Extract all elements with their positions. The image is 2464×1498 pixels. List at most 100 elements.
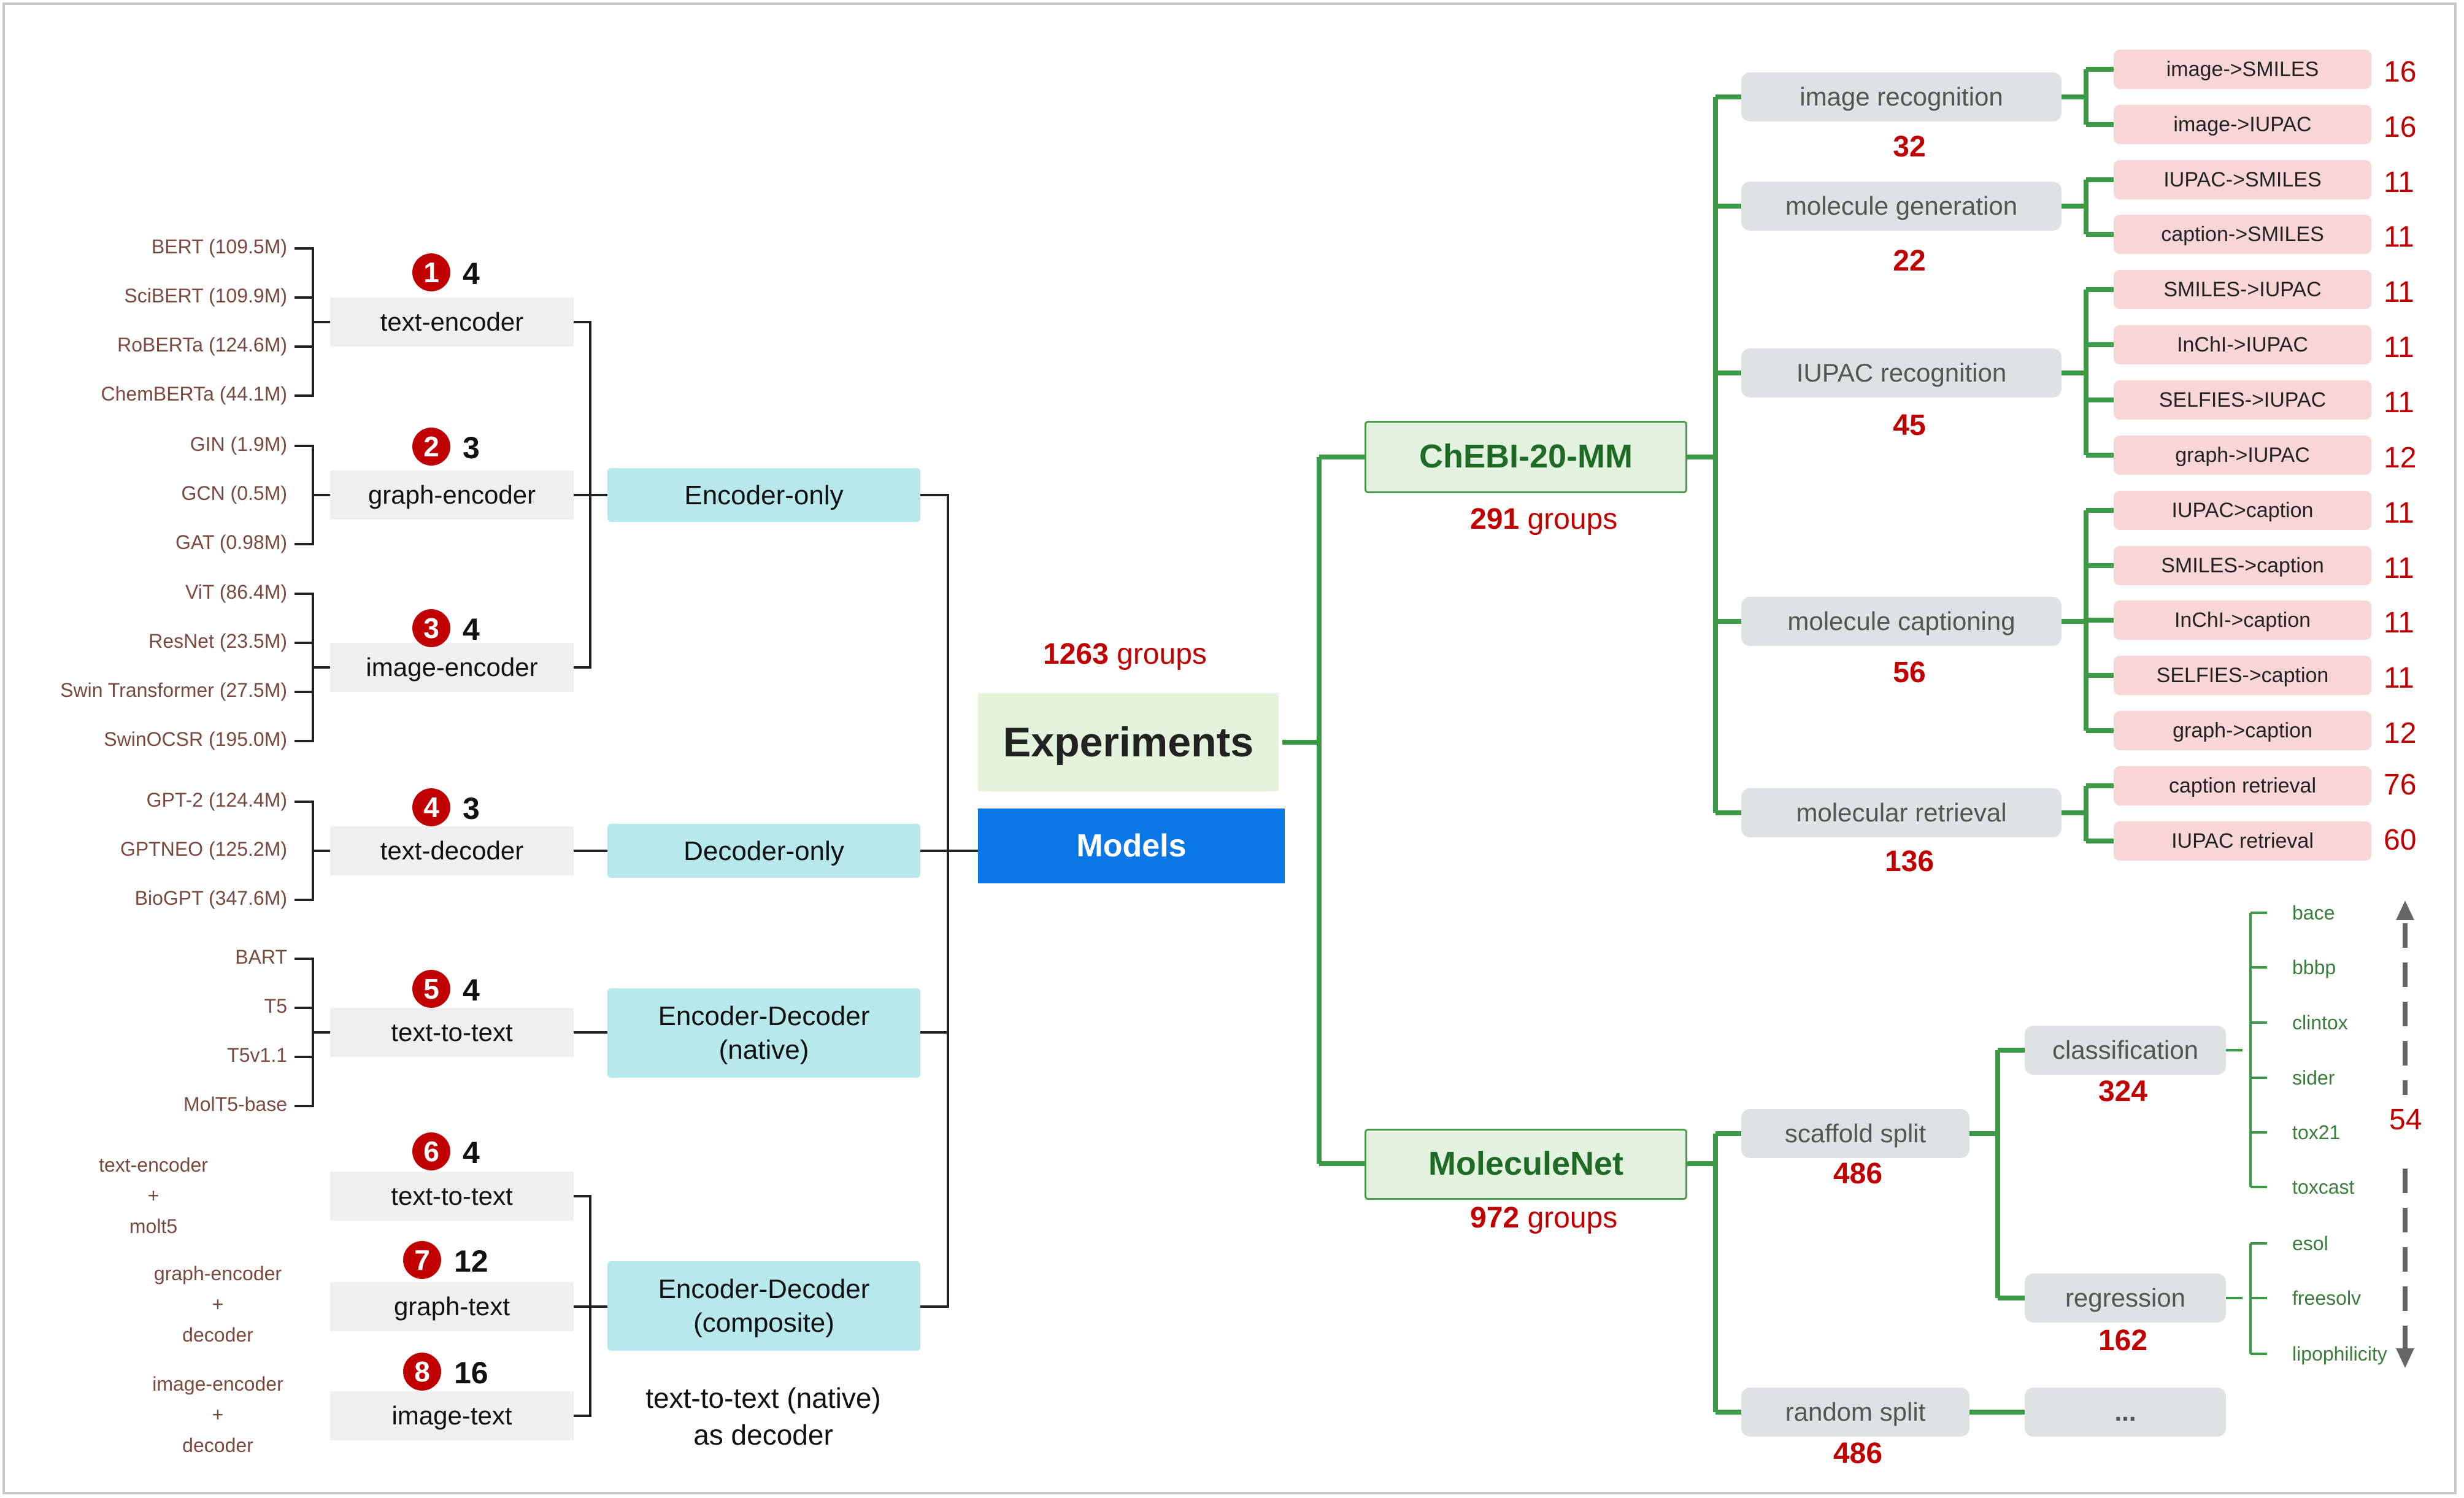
dataset-count-arrow — [2396, 901, 2414, 1368]
model-name: SciBERT (109.9M) — [124, 285, 287, 307]
split-scaffold: scaffold split — [1741, 1109, 1969, 1158]
group-model-count: 3 — [463, 791, 480, 826]
subtask-box: SMILES->IUPAC — [2114, 270, 2371, 309]
subtask-count: 11 — [2384, 276, 2414, 309]
subtask-box: SELFIES->caption — [2114, 656, 2371, 695]
bracket-encoder-decoder-composite — [574, 1195, 607, 1417]
bracket-moleculenet-splits — [1687, 1131, 1741, 1415]
dataset-name: lipophilicity — [2292, 1343, 2387, 1365]
composite-plus: + — [212, 1293, 224, 1315]
dataset-name: sider — [2292, 1067, 2335, 1089]
bracket-classification-datasets — [2226, 912, 2267, 1188]
groups-word: groups — [1117, 638, 1207, 670]
bracket-regression-datasets — [2226, 1242, 2267, 1355]
group-model-count: 16 — [454, 1356, 488, 1390]
bracket-iupac-recognition — [2062, 287, 2114, 458]
subtask-count: 11 — [2384, 607, 2414, 639]
bracket-molecular-retrieval — [2062, 783, 2114, 843]
dataset-chebi-20-mm: ChEBI-20-MM — [1365, 421, 1687, 493]
split-count: 486 — [1833, 1158, 1883, 1190]
subtask-box: IUPAC retrieval — [2114, 821, 2371, 861]
group-number-badge: 6 — [412, 1132, 450, 1170]
chebi-groups-count: 291 — [1470, 503, 1520, 536]
task-molecular-retrieval: molecular retrieval — [1741, 788, 2062, 837]
subtask-box: IUPAC>caption — [2114, 491, 2371, 530]
total-groups-count: 1263 — [1043, 638, 1109, 670]
model-name: RoBERTa (124.6M) — [117, 334, 287, 356]
group-text-to-text-native: text-to-text — [330, 1008, 574, 1057]
task-regression: regression — [2025, 1273, 2226, 1323]
total-groups-label: 1263 groups — [1043, 640, 1207, 669]
model-name: Swin Transformer (27.5M) — [60, 679, 287, 701]
subtask-box: InChI->caption — [2114, 601, 2371, 640]
group-model-count: 4 — [463, 1135, 480, 1170]
dataset-name: bace — [2292, 902, 2335, 924]
model-name: GAT (0.98M) — [175, 531, 287, 553]
subtask-box: SMILES->caption — [2114, 546, 2371, 585]
task-image-recognition: image recognition — [1741, 72, 2062, 121]
composite-top: image-encoder — [152, 1373, 283, 1395]
bracket-image-recognition — [2062, 67, 2114, 127]
moleculenet-groups-count: 972 — [1470, 1202, 1520, 1234]
group-model-count: 3 — [463, 431, 480, 465]
model-name: SwinOCSR (195.0M) — [104, 728, 287, 750]
dataset-name: tox21 — [2292, 1121, 2341, 1143]
subtask-box: IUPAC->SMILES — [2114, 160, 2371, 199]
chebi-groups-label: 291 groups — [1470, 505, 1617, 534]
model-name: MolT5-base — [183, 1093, 287, 1115]
group-text-encoder: text-encoder — [330, 298, 574, 347]
group-model-count: 4 — [463, 973, 480, 1007]
task-iupac-recognition: IUPAC recognition — [1741, 348, 2062, 398]
group-number-badge: 8 — [403, 1353, 441, 1391]
subtask-count: 11 — [2384, 497, 2414, 529]
group-number-badge: 3 — [412, 609, 450, 647]
subtask-count: 11 — [2384, 331, 2414, 364]
group-graph-text: graph-text — [330, 1282, 574, 1331]
bracket-architectures — [920, 494, 978, 1308]
model-name: ResNet (23.5M) — [148, 630, 287, 652]
dataset-name: esol — [2292, 1232, 2328, 1254]
group-model-count: 4 — [463, 256, 480, 291]
moleculenet-groups-label: 972 groups — [1470, 1204, 1617, 1233]
subtask-box: image->IUPAC — [2114, 105, 2371, 144]
group-text-decoder: text-decoder — [330, 826, 574, 875]
composite-plus: + — [212, 1404, 224, 1426]
subtask-count: 16 — [2384, 111, 2417, 144]
model-name: T5v1.1 — [227, 1044, 287, 1066]
subtask-count: 11 — [2384, 166, 2414, 199]
dataset-name: bbbp — [2292, 956, 2336, 978]
dataset-moleculenet: MoleculeNet — [1365, 1129, 1687, 1200]
task-molecule-captioning: molecule captioning — [1741, 597, 2062, 646]
bracket-text-decoder-models — [295, 801, 331, 901]
model-name: T5 — [264, 995, 287, 1017]
model-name: BART — [235, 946, 287, 968]
group-model-count: 4 — [463, 612, 480, 647]
task-count: 32 — [1893, 131, 1926, 163]
group-number-badge: 2 — [412, 428, 450, 466]
group-image-text: image-text — [330, 1391, 574, 1440]
subtask-box: InChI->IUPAC — [2114, 325, 2371, 364]
composite-decoder-note: text-to-text (native) as decoder — [645, 1382, 881, 1451]
bracket-image-encoder-models — [295, 593, 331, 742]
bracket-text-to-text-models — [295, 958, 331, 1107]
bracket-molecule-generation — [2062, 177, 2114, 237]
group-text-to-text-composite: text-to-text — [330, 1172, 574, 1221]
model-name: GCN (0.5M) — [181, 482, 287, 504]
model-name: ViT (86.4M) — [185, 581, 287, 603]
subtask-count: 76 — [2384, 769, 2417, 801]
split-random: random split — [1741, 1388, 1969, 1437]
bracket-graph-encoder-models — [295, 445, 331, 545]
subtask-count: 16 — [2384, 56, 2417, 88]
task-count: 45 — [1893, 409, 1926, 442]
composite-top: text-encoder — [99, 1154, 208, 1176]
subtask-count: 11 — [2384, 386, 2414, 419]
task-molecule-generation: molecule generation — [1741, 182, 2062, 231]
subtask-box: caption retrieval — [2114, 766, 2371, 805]
dataset-name: toxcast — [2292, 1176, 2355, 1198]
arch-encoder-only: Encoder-only — [607, 468, 920, 522]
link-experiments-datasets — [1282, 455, 1365, 1166]
subtask-count: 11 — [2384, 662, 2414, 694]
